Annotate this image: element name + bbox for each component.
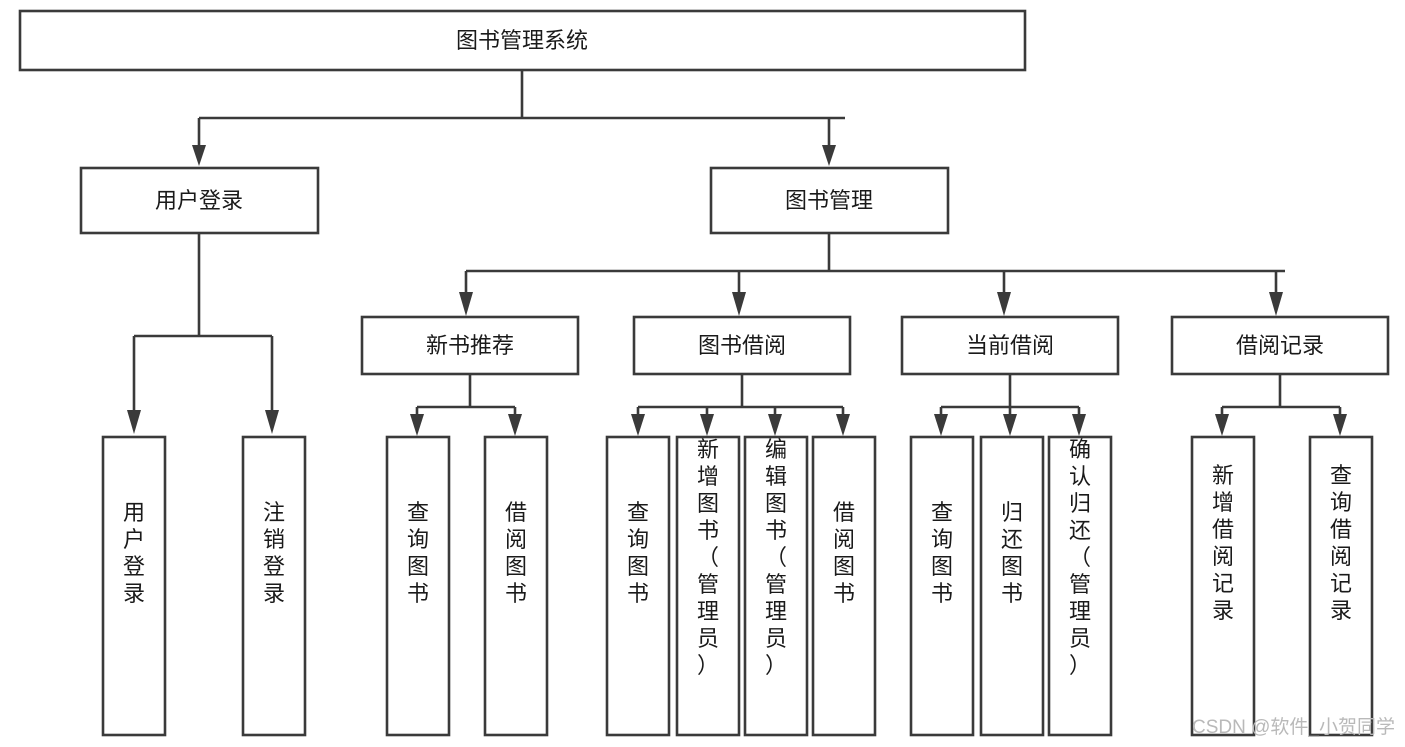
node-leaf-logout-login-box[interactable]: [241, 435, 307, 737]
node-leaf-add-book[interactable]: 新增图书（管理员）: [675, 435, 741, 737]
arrow-head-icon: [1003, 414, 1017, 436]
node-leaf-user-login[interactable]: 用户登录: [101, 435, 167, 737]
node-root-label: 图书管理系统: [456, 28, 588, 53]
node-leaf-query-book-3[interactable]: 查询图书: [909, 435, 975, 737]
node-borrow-record[interactable]: 借阅记录: [1170, 315, 1390, 376]
node-leaf-return-book[interactable]: 归还图书: [979, 435, 1045, 737]
node-leaf-edit-book-box[interactable]: [743, 435, 809, 737]
connector-new-book-recommend-to-leaves: [410, 374, 522, 436]
node-leaf-query-record-box[interactable]: [1308, 435, 1374, 737]
node-leaf-query-record-label: 查询借阅记录: [1330, 463, 1352, 623]
node-leaf-borrow-book-2-box[interactable]: [811, 435, 877, 737]
node-leaf-return-book-label: 归还图书: [1001, 500, 1023, 606]
node-user-login-box[interactable]: [79, 166, 320, 235]
node-leaf-user-login-label: 用户登录: [123, 500, 145, 606]
node-leaf-user-login-box[interactable]: [101, 435, 167, 737]
connector-borrow-record-to-leaves: [1215, 374, 1347, 436]
node-book-management[interactable]: 图书管理: [709, 166, 950, 235]
node-leaf-query-book-3-box[interactable]: [909, 435, 975, 737]
arrow-head-icon: [1072, 414, 1086, 436]
node-leaf-borrow-book-1-box[interactable]: [483, 435, 549, 737]
connector-book-management-to-level3: [459, 233, 1285, 316]
node-leaf-borrow-book-1-label: 借阅图书: [505, 500, 527, 606]
node-leaf-edit-book-label: 编辑图书（管理员）: [765, 437, 787, 678]
node-leaf-query-book-2-label: 查询图书: [627, 500, 649, 606]
node-leaf-logout-login[interactable]: 注销登录: [241, 435, 307, 737]
node-leaf-confirm-return-box[interactable]: [1047, 435, 1113, 737]
node-new-book-recommend-box[interactable]: [360, 315, 580, 376]
node-leaf-add-record-label: 新增借阅记录: [1212, 463, 1234, 623]
node-leaf-query-book-2[interactable]: 查询图书: [605, 435, 671, 737]
arrow-head-icon: [1215, 414, 1229, 436]
node-book-borrow-label: 图书借阅: [698, 333, 786, 358]
node-leaf-borrow-book-1[interactable]: 借阅图书: [483, 435, 549, 737]
arrow-head-icon: [265, 410, 279, 434]
node-leaf-add-record[interactable]: 新增借阅记录: [1190, 435, 1256, 737]
node-leaf-borrow-book-2[interactable]: 借阅图书: [811, 435, 877, 737]
arrow-head-icon: [192, 145, 206, 166]
arrow-head-icon: [459, 292, 473, 316]
connector-user-login-to-leaves: [127, 233, 279, 434]
node-leaf-query-book-3-label: 查询图书: [931, 500, 953, 606]
arrow-head-icon: [997, 292, 1011, 316]
arrow-head-icon: [1269, 292, 1283, 316]
node-root[interactable]: 图书管理系统: [18, 9, 1027, 72]
node-leaf-return-book-box[interactable]: [979, 435, 1045, 737]
node-leaf-confirm-return-label: 确认归还（管理员）: [1069, 437, 1091, 678]
node-user-login[interactable]: 用户登录: [79, 166, 320, 235]
node-leaf-query-book-2-box[interactable]: [605, 435, 671, 737]
node-book-management-label: 图书管理: [785, 188, 873, 213]
arrow-head-icon: [822, 145, 836, 166]
arrow-head-icon: [127, 410, 141, 434]
node-leaf-query-book-1[interactable]: 查询图书: [385, 435, 451, 737]
node-leaf-add-record-box[interactable]: [1190, 435, 1256, 737]
node-leaf-logout-login-label: 注销登录: [263, 500, 285, 606]
arrow-head-icon: [836, 414, 850, 436]
node-current-borrow-box[interactable]: [900, 315, 1120, 376]
arrow-head-icon: [768, 414, 782, 436]
node-user-login-label: 用户登录: [155, 188, 243, 213]
connector-current-borrow-to-leaves: [934, 374, 1086, 436]
connector-book-borrow-to-leaves: [631, 374, 850, 436]
arrow-head-icon: [700, 414, 714, 436]
node-root-box[interactable]: [18, 9, 1027, 72]
node-current-borrow[interactable]: 当前借阅: [900, 315, 1120, 376]
node-current-borrow-label: 当前借阅: [966, 333, 1054, 358]
watermark-text: CSDN @软件_小贺同学: [1192, 716, 1395, 738]
node-leaf-query-book-1-label: 查询图书: [407, 500, 429, 606]
node-book-borrow[interactable]: 图书借阅: [632, 315, 852, 376]
node-leaf-borrow-book-2-label: 借阅图书: [833, 500, 855, 606]
arrow-head-icon: [934, 414, 948, 436]
connector-root-to-level2: [192, 70, 845, 166]
node-leaf-add-book-label: 新增图书（管理员）: [697, 437, 719, 678]
node-leaf-query-book-1-box[interactable]: [385, 435, 451, 737]
arrow-head-icon: [410, 414, 424, 436]
arrow-head-icon: [508, 414, 522, 436]
node-new-book-recommend-label: 新书推荐: [426, 333, 514, 358]
node-leaf-edit-book[interactable]: 编辑图书（管理员）: [743, 435, 809, 737]
arrow-head-icon: [1333, 414, 1347, 436]
node-new-book-recommend[interactable]: 新书推荐: [360, 315, 580, 376]
node-leaf-confirm-return[interactable]: 确认归还（管理员）: [1047, 435, 1113, 737]
node-leaf-add-book-box[interactable]: [675, 435, 741, 737]
node-leaf-query-record[interactable]: 查询借阅记录: [1308, 435, 1374, 737]
arrow-head-icon: [631, 414, 645, 436]
arrow-head-icon: [732, 292, 746, 316]
node-borrow-record-label: 借阅记录: [1236, 333, 1324, 358]
